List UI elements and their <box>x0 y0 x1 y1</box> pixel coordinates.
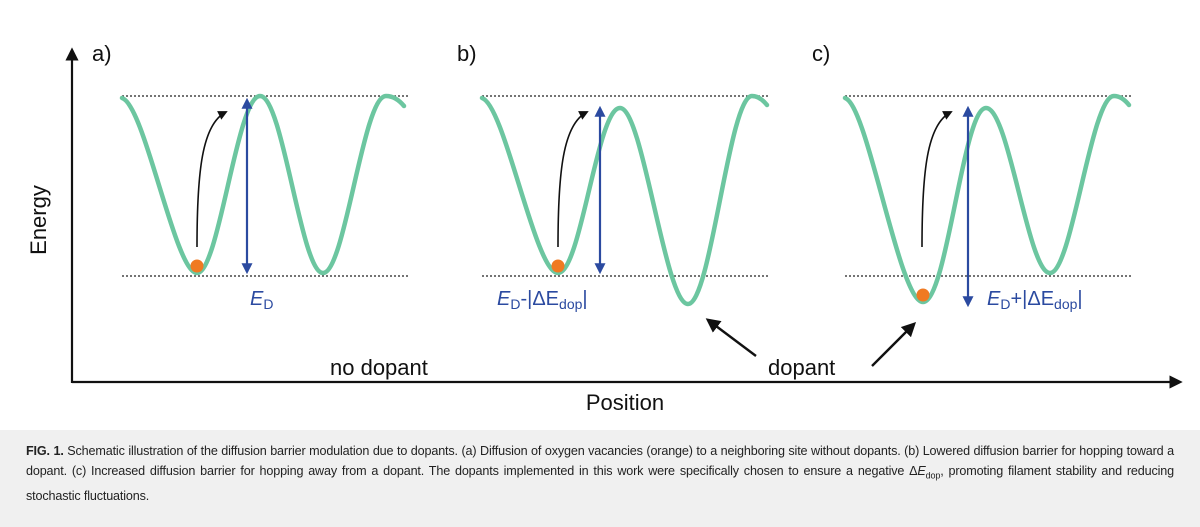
hop-arrow <box>921 111 953 248</box>
hop-arrow <box>557 111 589 248</box>
caption-subscript: dop <box>925 470 941 481</box>
dopant-arrow-c <box>871 321 917 367</box>
caption-italic: E <box>917 464 926 478</box>
panel-label-b: b) <box>457 41 477 66</box>
energy-curve <box>479 93 770 307</box>
x-axis-label: Position <box>586 390 664 415</box>
caption-text-end: , promoting filament stability and reduc… <box>26 464 1174 503</box>
dopant-arrow-b <box>705 318 757 357</box>
panel-a: a) ED <box>92 41 410 312</box>
hop-arrow <box>196 111 228 248</box>
no-dopant-label: no dopant <box>330 355 428 380</box>
barrier-label-a: ED <box>250 288 273 312</box>
vacancy-particle <box>190 259 204 273</box>
figure-caption: FIG. 1. Schematic illustration of the di… <box>0 430 1200 527</box>
dopant-label: dopant <box>768 355 835 380</box>
panel-label-a: a) <box>92 41 112 66</box>
energy-landscape-figure: Energy Position a) ED b) ED-|ΔEdop| c) E… <box>26 41 1183 415</box>
energy-curve <box>842 93 1132 305</box>
panel-b: b) ED-|ΔEdop| <box>457 41 770 312</box>
y-axis-label: Energy <box>26 185 51 255</box>
caption-text: Schematic illustration of the diffusion … <box>26 444 1174 478</box>
barrier-label-b: ED-|ΔEdop| <box>497 288 588 312</box>
barrier-label-c: ED+|ΔEdop| <box>987 288 1083 312</box>
panel-c: c) ED+|ΔEdop| <box>812 41 1133 312</box>
vacancy-particle <box>551 259 565 273</box>
caption-label: FIG. 1. <box>26 444 64 458</box>
energy-curve <box>119 93 407 276</box>
vacancy-particle <box>916 288 930 302</box>
panel-label-c: c) <box>812 41 830 66</box>
